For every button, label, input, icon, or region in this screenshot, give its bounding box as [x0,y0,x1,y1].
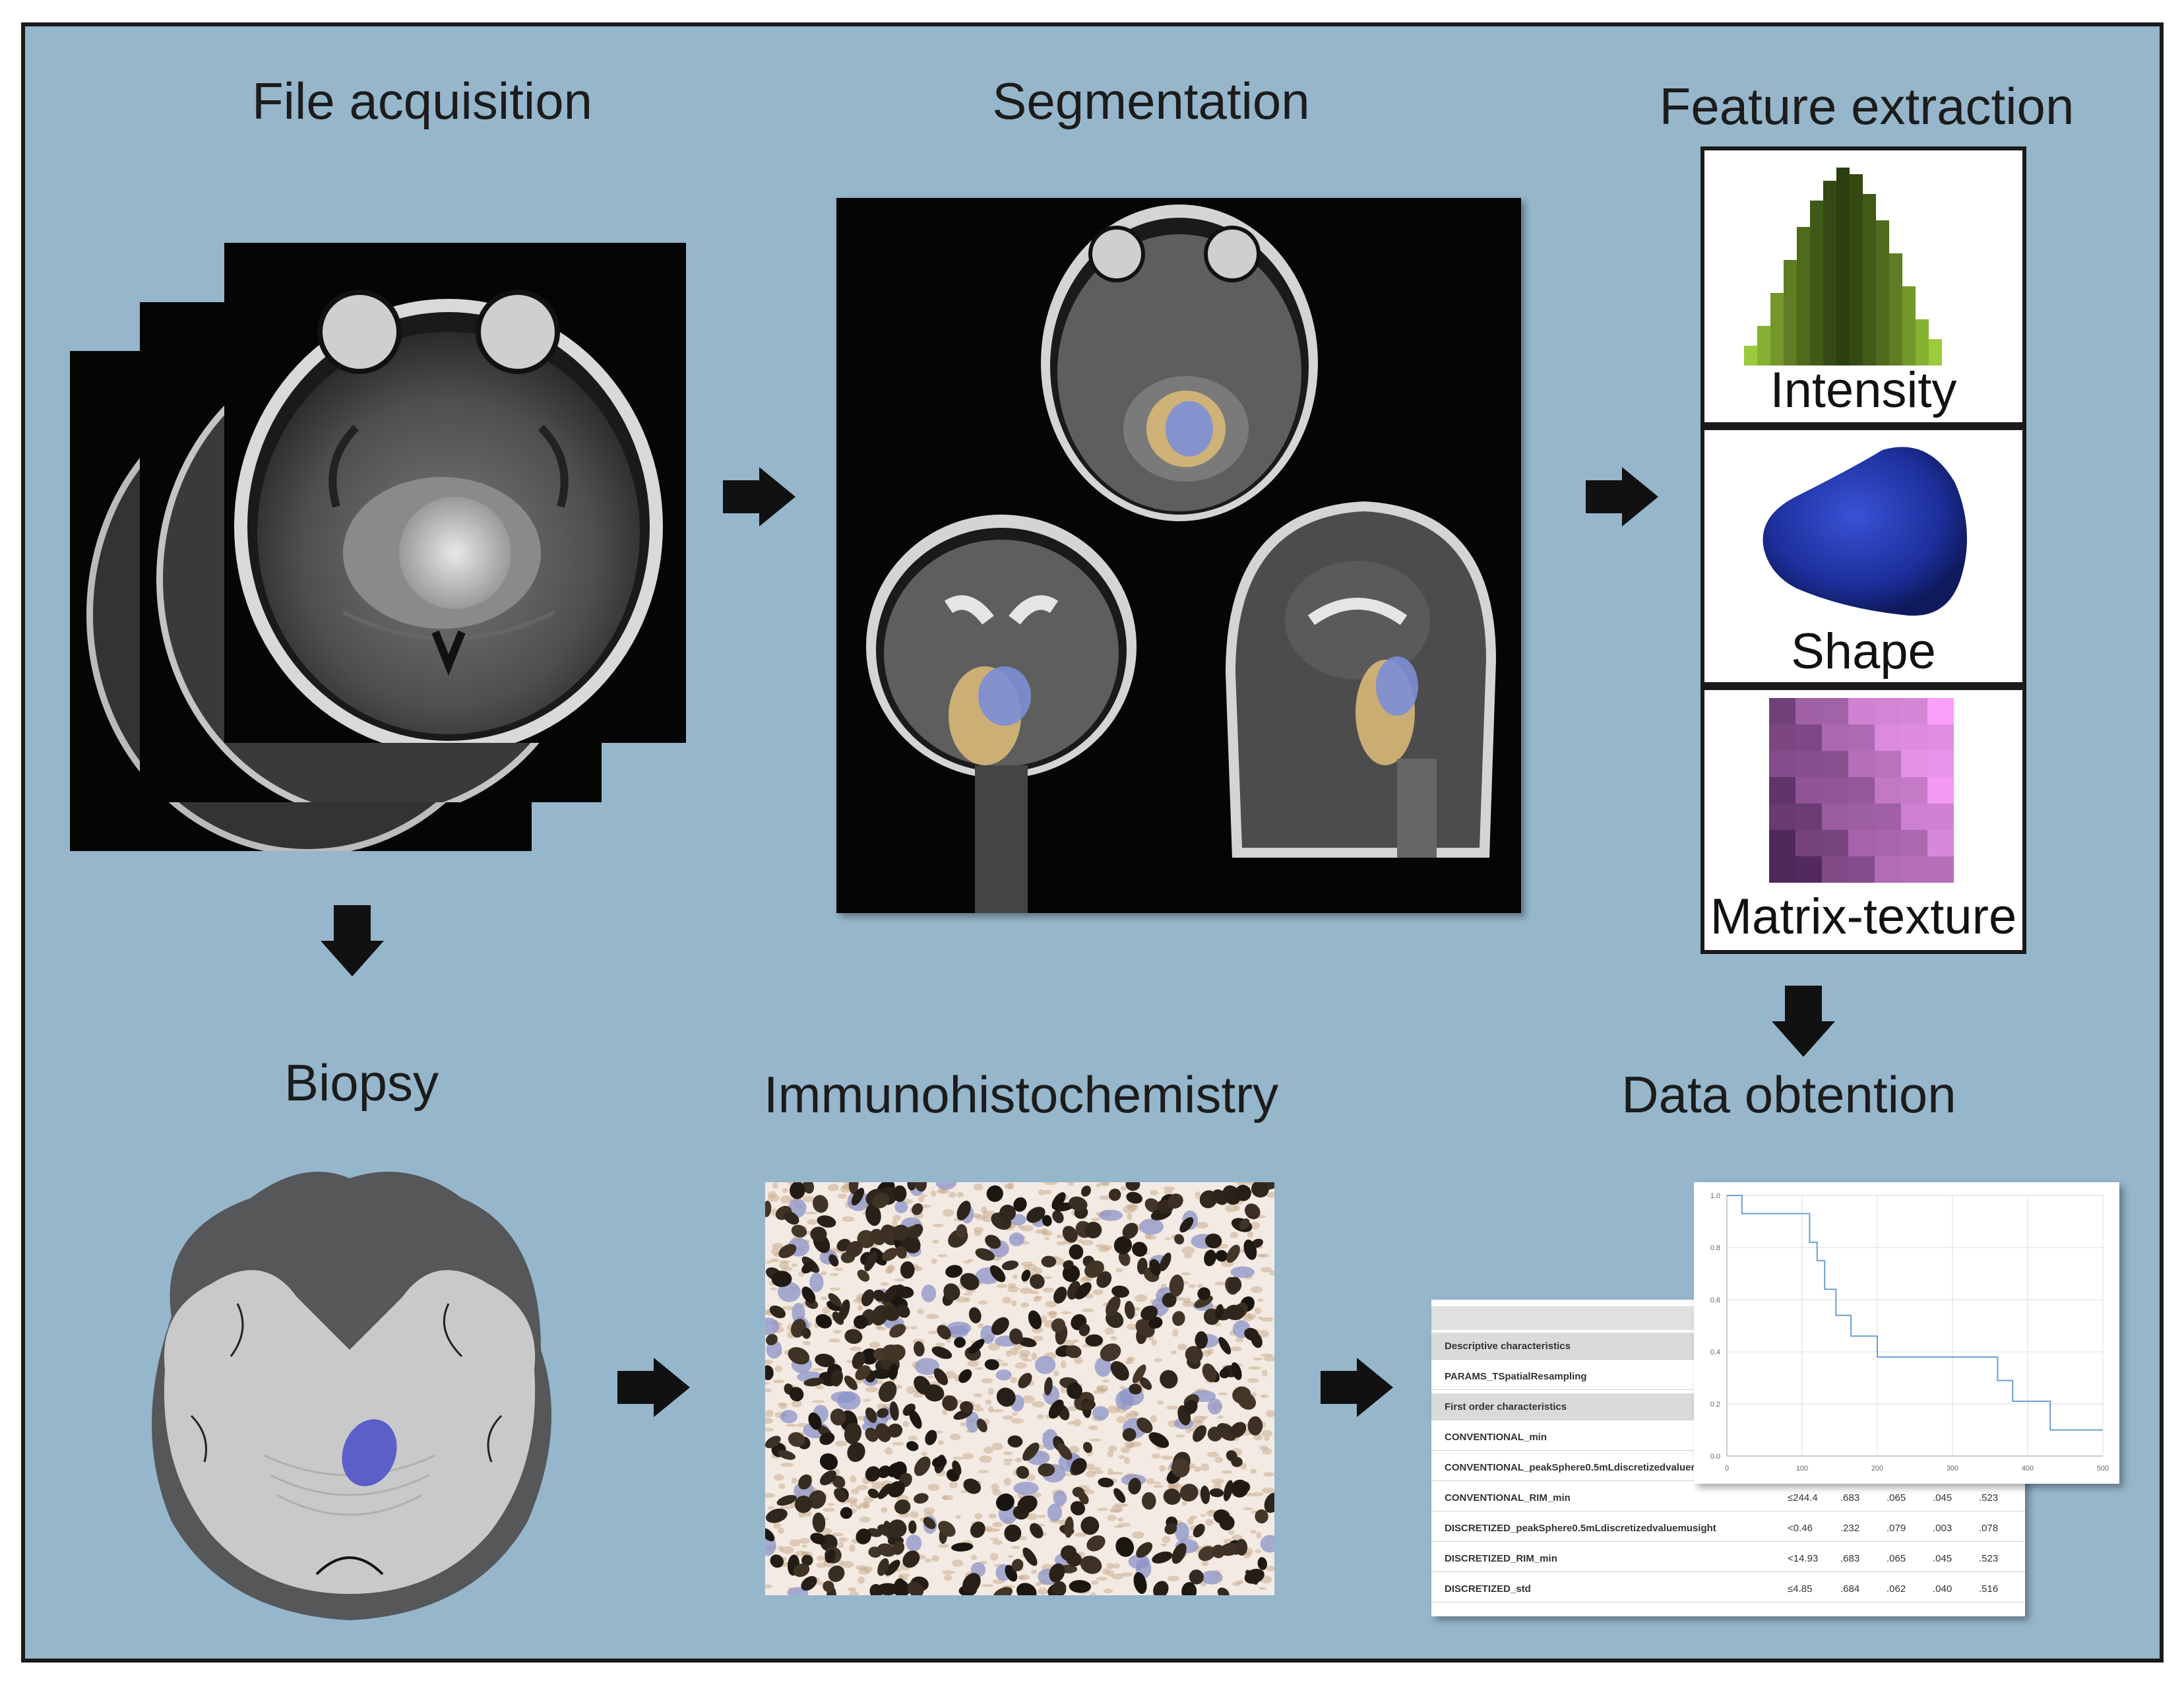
title-feature-extraction: Feature extraction [1659,77,2075,135]
matrix-texture-feature-box: Matrix-texture [1700,686,2026,954]
down-arrow-icon [321,905,384,976]
table-row-label: CONVENTIONAL_peakSphere0.5mLdiscretizedv… [1445,1462,1730,1473]
x-tick-label: 400 [2022,1465,2034,1473]
table-row-label: DISCRETIZED_peakSphere0.5mLdiscretizedva… [1445,1523,1716,1534]
shape-blob-icon [1763,447,1967,616]
right-arrow-icon [723,467,796,526]
x-tick-label: 100 [1796,1465,1808,1473]
title-data-obtention: Data obtention [1621,1065,1956,1124]
biopsy-illustration [152,1172,551,1620]
x-tick-label: 200 [1871,1465,1883,1473]
table-cell: .523 [1979,1492,1999,1504]
table-row: CONVENTIONAL_RIM_min ≤244.4 .683 .065 .045 .5… [1431,1484,2025,1511]
texture-matrix-icon [1769,698,1954,883]
title-immunohistochemistry: Immunohistochemistry [763,1065,1279,1124]
matrix-texture-label: Matrix-texture [1710,889,2017,945]
title-biopsy: Biopsy [284,1054,439,1112]
table-cell: .516 [1979,1583,1999,1595]
biopsy-tumor-icon [342,1419,397,1486]
table-cell: .523 [1979,1553,1999,1564]
table-row: DISCRETIZED_peakSphere0.5mLdiscretizedva… [1431,1515,2025,1542]
table-row-label: DISCRETIZED_RIM_min [1445,1553,1557,1564]
table-row: DISCRETIZED_RIM_min <14.93 .683 .065 .045 .52… [1431,1545,2025,1572]
x-tick-label: 300 [1947,1465,1958,1473]
table-cell: .065 [1887,1492,1906,1504]
table-row-label: CONVENTIONAL_RIM_min [1445,1492,1571,1504]
table-cell: ≤4.85 [1788,1583,1813,1595]
immunohistochemistry-image [765,1182,1274,1595]
table-row-label: Descriptive characteristics [1445,1341,1571,1352]
table-cell: .684 [1840,1583,1860,1595]
table-cell: .078 [1979,1523,1999,1534]
survival-curve [1727,1195,2103,1431]
table-cell: <0.46 [1788,1523,1813,1534]
intensity-label: Intensity [1770,362,1957,418]
y-tick-label: 0.2 [1710,1401,1720,1409]
shape-label: Shape [1791,623,1936,680]
title-file-acquisition: File acquisition [252,72,592,130]
segmentation-panel [836,198,1521,913]
x-tick-label: 500 [2097,1465,2109,1473]
table-cell: .232 [1840,1523,1860,1534]
table-row: DISCRETIZED_std ≤4.85 .684 .062 .040 .516 [1431,1575,2025,1602]
y-tick-label: 0.6 [1710,1296,1720,1304]
table-cell: .683 [1840,1553,1860,1564]
table-cell: ≤244.4 [1788,1492,1818,1504]
axial-view [1041,205,1318,521]
y-tick-label: 0.8 [1710,1244,1720,1252]
survival-chart: 0.0 0.2 0.4 0.6 0.8 1.0 0 100 200 300 400 500 [1694,1182,2119,1484]
table-cell: <14.93 [1788,1553,1819,1564]
table-cell: .079 [1887,1523,1906,1534]
x-tick-label: 0 [1725,1465,1729,1473]
sagittal-view [1226,501,1496,858]
intensity-feature-box: Intensity [1700,146,2026,426]
table-cell: .062 [1887,1583,1906,1595]
table-cell: .040 [1933,1583,1952,1595]
down-arrow-icon [1772,986,1835,1057]
table-cell: .045 [1933,1553,1952,1564]
table-row-label: PARAMS_TSpatialResampling [1445,1371,1587,1382]
intensity-histogram-icon [1744,168,1942,365]
table-cell: .045 [1933,1492,1952,1504]
table-cell: .065 [1887,1553,1906,1564]
table-cell: .683 [1840,1492,1860,1504]
table-cell: .003 [1933,1523,1952,1534]
coronal-view [866,515,1137,913]
table-row-label: DISCRETIZED_std [1445,1583,1531,1595]
title-segmentation: Segmentation [992,72,1310,130]
shape-feature-box: Shape [1700,426,2026,686]
y-tick-label: 1.0 [1710,1192,1720,1200]
y-tick-label: 0.0 [1710,1453,1720,1461]
table-row-label: First order characteristics [1445,1401,1567,1412]
right-arrow-icon [1586,467,1658,526]
table-row-label: CONVENTIONAL_min [1445,1432,1547,1443]
y-tick-label: 0.4 [1710,1348,1720,1356]
mri-slice-front [224,243,686,754]
right-arrow-icon [1321,1358,1393,1417]
right-arrow-icon [617,1358,690,1417]
